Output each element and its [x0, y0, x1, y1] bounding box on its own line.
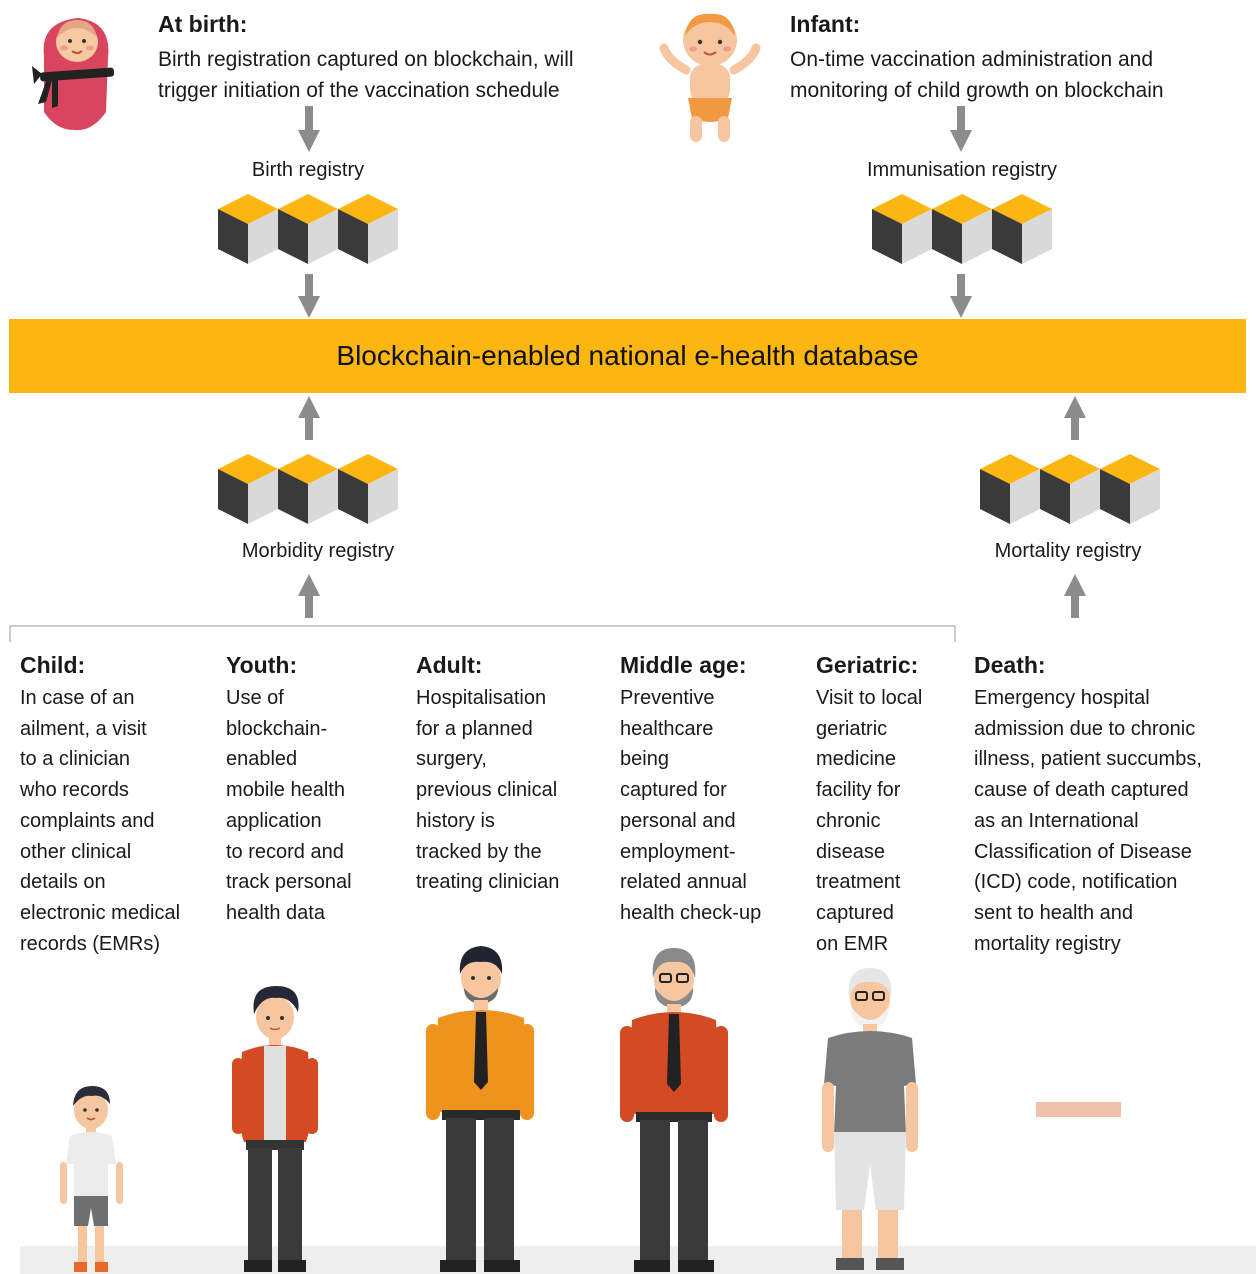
blockchain-blocks-icon	[218, 194, 398, 264]
stage-line: being	[620, 748, 669, 771]
stage-line: disease	[816, 840, 885, 863]
death-marker-icon	[1036, 1102, 1121, 1117]
stage-line: other clinical	[20, 840, 132, 863]
infant-in-diaper-icon	[659, 13, 761, 142]
arrow-icon	[1064, 396, 1086, 440]
stage-line: enabled	[226, 748, 298, 771]
stage-line: treatment	[816, 871, 901, 894]
blockchain-blocks-icon	[980, 454, 1160, 524]
stage-line: to a clinician	[20, 748, 131, 771]
stage-line: health data	[226, 901, 325, 924]
stage-line: sent to health and	[974, 901, 1134, 924]
stage-title: Middle age:	[620, 652, 747, 678]
stage-line: electronic medical	[20, 901, 181, 924]
infant-description: On-time vaccination administration and m…	[790, 44, 1164, 106]
stage-line: personal and	[620, 809, 736, 832]
stage-geriatric: Geriatric: Visit to local geriatric medi…	[816, 652, 966, 959]
stage-middle-age: Middle age: Preventive healthcare being …	[620, 652, 805, 929]
youth-figure-icon	[232, 986, 318, 1272]
stage-title: Adult:	[416, 652, 483, 678]
stage-title: Death:	[974, 652, 1046, 678]
stage-line: employment-	[620, 840, 736, 863]
stage-line: records (EMRs)	[20, 932, 161, 955]
stage-title: Youth:	[226, 652, 298, 678]
stage-line: Emergency hospital	[974, 687, 1150, 709]
blockchain-blocks-icon	[218, 454, 398, 524]
stage-line: mortality registry	[974, 932, 1121, 955]
arrow-icon	[1064, 574, 1086, 618]
stage-line: admission due to chronic	[974, 717, 1196, 740]
arrow-icon	[298, 274, 320, 318]
morbidity-registry-label: Morbidity registry	[241, 540, 395, 562]
arrow-icon	[298, 106, 320, 152]
stage-line: as an International	[974, 809, 1139, 832]
stage-title: Geriatric:	[816, 652, 919, 678]
mortality-registry-label: Mortality registry	[994, 540, 1142, 562]
infant-description-line: On-time vaccination administration and	[790, 48, 1154, 71]
birth-registry-label: Birth registry	[251, 159, 365, 181]
stage-youth: Youth: Use of blockchain- enabled mobile…	[226, 652, 406, 929]
immunisation-registry-label: Immunisation registry	[866, 159, 1058, 181]
stage-child: Child: In case of an ailment, a visit to…	[20, 652, 220, 959]
stage-title: Child:	[20, 652, 86, 678]
stage-line: to record and	[226, 840, 344, 863]
stage-line: medicine	[816, 748, 897, 771]
arrow-icon	[950, 106, 972, 152]
stage-line: Hospitalisation	[416, 687, 547, 709]
stage-line: In case of an	[20, 687, 135, 709]
stage-line: Preventive	[620, 687, 715, 709]
stage-line: blockchain-	[226, 717, 328, 740]
stage-line: illness, patient succumbs,	[974, 748, 1202, 771]
infant-description-line: monitoring of child growth on blockchain	[790, 79, 1164, 102]
stage-line: application	[226, 809, 322, 832]
birth-description-line: Birth registration captured on blockchai…	[158, 48, 574, 71]
stage-line: mobile health	[226, 779, 345, 802]
stage-line: health check-up	[620, 901, 762, 924]
stage-death: Death: Emergency hospital admission due …	[974, 652, 1249, 959]
stage-line: chronic	[816, 809, 881, 832]
adult-man-figure-icon	[426, 946, 534, 1272]
stage-line: track personal	[226, 871, 352, 894]
stage-line: history is	[416, 809, 495, 832]
national-ehealth-database-banner: Blockchain-enabled national e-health dat…	[9, 319, 1246, 393]
elderly-man-figure-icon	[822, 968, 918, 1270]
stage-line: geriatric	[816, 717, 888, 740]
stage-line: (ICD) code, notification	[974, 871, 1178, 894]
stage-line: who records	[20, 779, 129, 802]
birth-title: At birth:	[158, 11, 248, 37]
stage-line: on EMR	[816, 932, 889, 955]
infant-title: Infant:	[790, 11, 861, 37]
stage-line: captured	[816, 901, 894, 924]
stage-line: complaints and	[20, 809, 155, 832]
stage-line: related annual	[620, 871, 747, 894]
stage-line: details on	[20, 871, 106, 894]
stage-line: Use of	[226, 687, 284, 709]
stage-line: Classification of Disease	[974, 840, 1192, 863]
stage-line: treating clinician	[416, 871, 560, 894]
stage-line: facility for	[816, 779, 901, 802]
stage-line: cause of death captured	[974, 779, 1189, 802]
middle-aged-man-figure-icon	[620, 948, 728, 1272]
stage-line: Visit to local	[816, 687, 923, 709]
blockchain-blocks-icon	[872, 194, 1052, 264]
child-figure-icon	[60, 1086, 123, 1272]
stage-line: tracked by the	[416, 840, 542, 863]
birth-description-line: trigger initiation of the vaccination sc…	[158, 79, 560, 102]
stage-line: healthcare	[620, 717, 714, 740]
stage-line: ailment, a visit	[20, 717, 147, 740]
stage-adult: Adult: Hospitalisation for a planned sur…	[416, 652, 606, 898]
arrow-icon	[298, 574, 320, 618]
birth-description: Birth registration captured on blockchai…	[158, 44, 574, 106]
stage-line: for a planned	[416, 717, 533, 740]
swaddled-baby-icon	[32, 18, 115, 131]
banner-label: Blockchain-enabled national e-health dat…	[336, 340, 919, 371]
arrow-icon	[950, 274, 972, 318]
stage-line: previous clinical	[416, 779, 558, 802]
stage-line: captured for	[620, 779, 727, 802]
stage-line: surgery,	[416, 748, 487, 771]
arrow-icon	[298, 396, 320, 440]
